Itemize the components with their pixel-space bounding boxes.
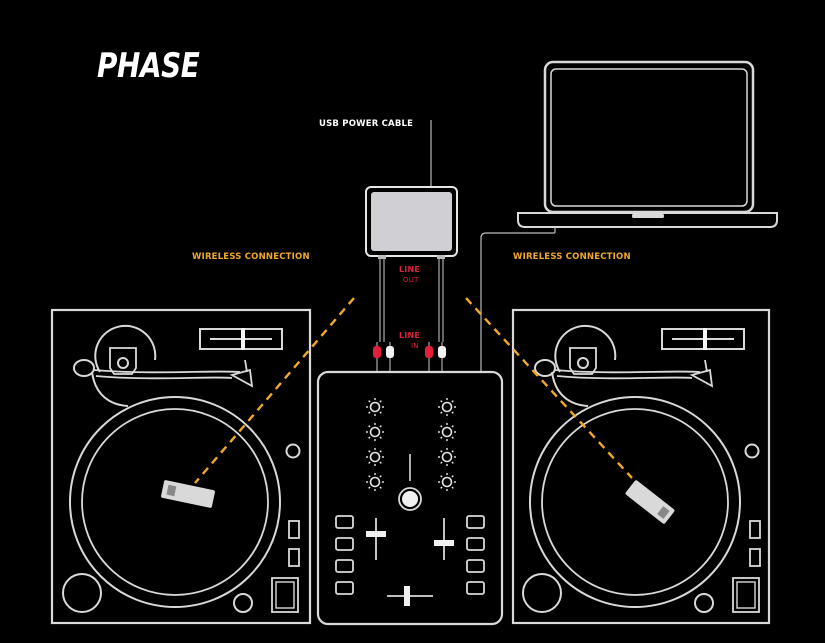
- eq-knob-icon: [438, 473, 456, 491]
- eq-knob-icon: [366, 473, 384, 491]
- phase-receiver: [365, 186, 458, 259]
- line-out-label-top: LINE: [399, 265, 421, 274]
- wireless-link-left: [194, 297, 355, 484]
- mixer-controls: [335, 454, 485, 606]
- dj-mixer: [316, 370, 504, 626]
- wireless-remote-left: [161, 480, 215, 508]
- laptop: [517, 60, 778, 228]
- wireless-remote-right: [625, 480, 675, 524]
- eq-knob-icon: [438, 448, 456, 466]
- line-out-label-bottom: OUT: [403, 276, 419, 284]
- eq-knob-icon: [438, 398, 456, 416]
- eq-knob-icon: [438, 423, 456, 441]
- turntable-left: [50, 308, 312, 625]
- line-in-label-top: LINE: [399, 331, 421, 340]
- line-in-label-bottom: IN: [411, 342, 419, 350]
- usb-power-cable-label: USB POWER CABLE: [319, 119, 414, 129]
- eq-knob-icon: [366, 448, 384, 466]
- mixer-knobs: [366, 398, 456, 491]
- eq-knob-icon: [366, 398, 384, 416]
- eq-knob-icon: [366, 423, 384, 441]
- phase-logo: PHASE: [97, 46, 200, 86]
- wireless-link-right: [465, 297, 633, 479]
- rca-plugs: [373, 346, 446, 372]
- turntable-right: [511, 308, 771, 625]
- wireless-connection-label-right: WIRELESS CONNECTION: [513, 252, 631, 262]
- laptop-cable: [480, 227, 556, 372]
- wireless-connection-label-left: WIRELESS CONNECTION: [192, 252, 310, 262]
